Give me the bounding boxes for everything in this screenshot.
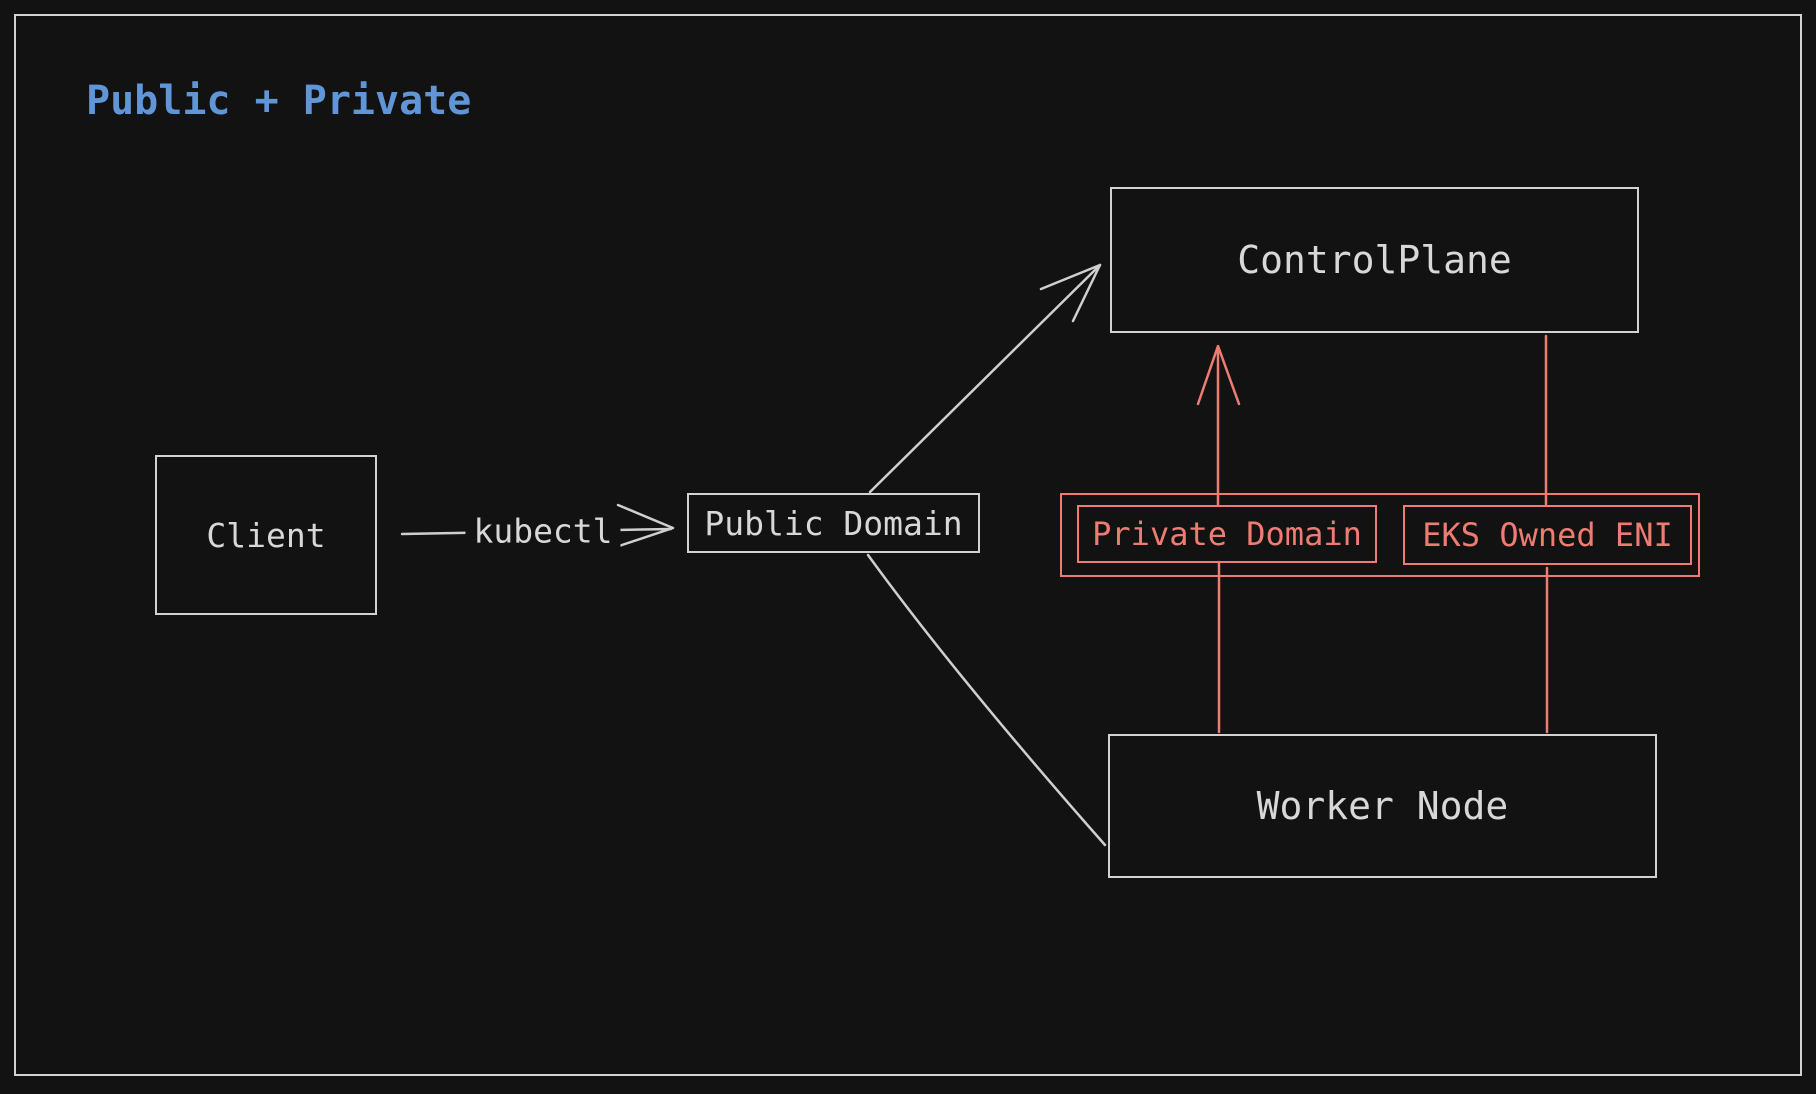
node-worker-node-label: Worker Node: [1256, 784, 1509, 828]
node-control-plane: ControlPlane: [1110, 187, 1639, 333]
node-public-domain-label: Public Domain: [704, 503, 963, 543]
node-public-domain: Public Domain: [687, 493, 980, 553]
edge-label-kubectl: kubectl: [465, 511, 621, 551]
node-control-plane-label: ControlPlane: [1237, 238, 1512, 282]
node-client: Client: [155, 455, 377, 615]
group-private-access-box: [1060, 493, 1700, 577]
node-client-label: Client: [206, 515, 326, 555]
diagram-title: Public + Private: [86, 78, 472, 124]
node-private-domain-label: Private Domain: [1092, 515, 1362, 553]
node-eks-owned-eni-label: EKS Owned ENI: [1422, 516, 1673, 554]
node-eks-owned-eni: EKS Owned ENI: [1403, 505, 1692, 565]
canvas-frame: [14, 14, 1802, 1076]
node-worker-node: Worker Node: [1108, 734, 1657, 878]
node-private-domain: Private Domain: [1077, 505, 1377, 563]
